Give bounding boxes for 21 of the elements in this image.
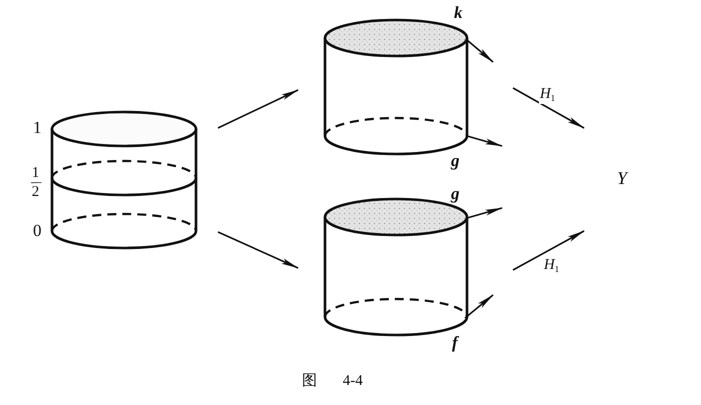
arrow <box>512 87 585 129</box>
arrow <box>466 39 494 63</box>
arrow <box>466 207 503 219</box>
arrow <box>512 230 585 271</box>
variable-label: f <box>452 334 458 351</box>
variable-label: g <box>451 152 460 169</box>
edge-label: H$_{1}$ <box>542 256 560 274</box>
scale-label: 0 <box>33 222 42 239</box>
fraction-label: 1/2 <box>27 164 44 200</box>
arrow <box>464 294 494 319</box>
scale-label: 1 <box>33 119 42 136</box>
arrow <box>218 231 299 269</box>
cylinder <box>50 110 198 251</box>
cylinder <box>323 18 469 158</box>
variable-label: k <box>454 4 462 21</box>
arrow <box>218 89 299 129</box>
figure-caption: 图 4-4 <box>302 374 363 389</box>
variable-label: Y <box>610 165 634 191</box>
arrow <box>466 135 503 147</box>
variable-label: g <box>451 185 460 202</box>
edge-label: H$_{1}$ <box>538 86 556 104</box>
